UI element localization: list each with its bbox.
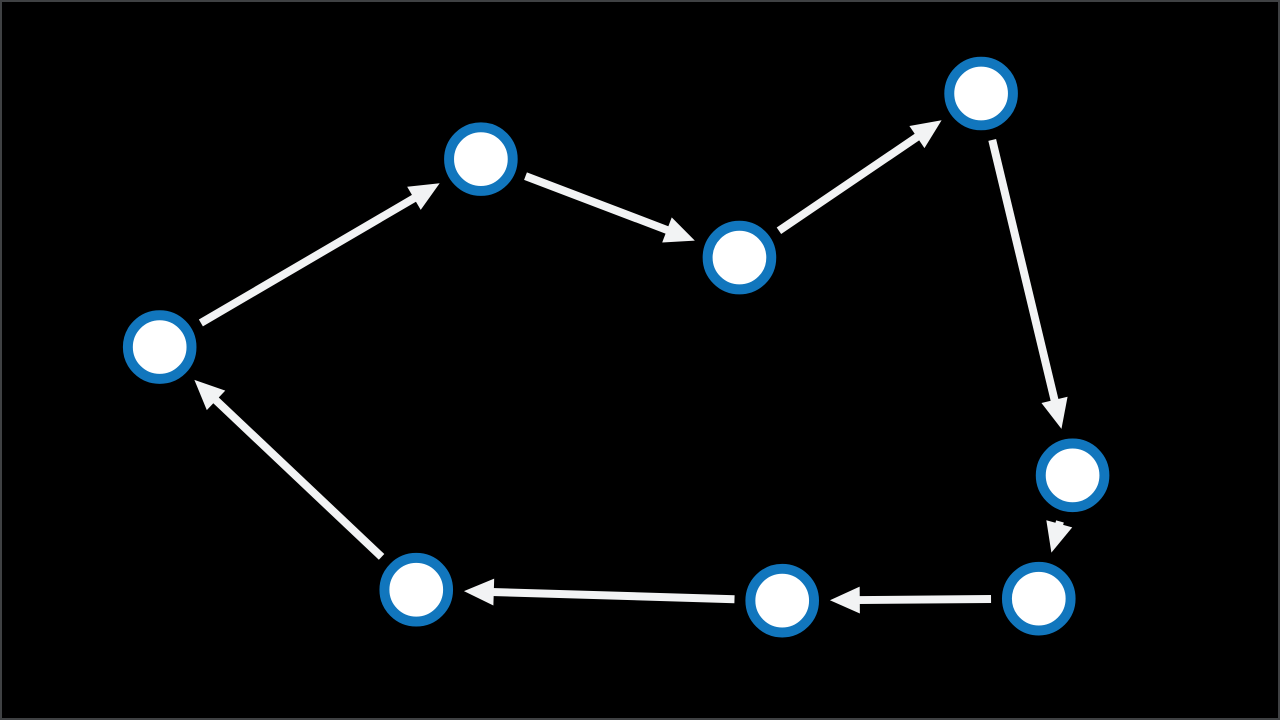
arrowhead-icon — [463, 578, 495, 606]
graph-node-bottom-right — [1001, 561, 1076, 636]
edge-shaft — [988, 138, 1059, 403]
graph-node-bottom-left — [379, 552, 454, 627]
graph-node-right — [1035, 438, 1110, 513]
arrowhead-icon — [407, 183, 440, 210]
graph-edge-node-upper-left-to-node-middle — [524, 172, 695, 243]
graph-node-top-right — [944, 56, 1018, 131]
graph-edge-node-bottom-left-to-node-left — [194, 379, 385, 560]
edge-shaft — [491, 587, 735, 604]
graph-edge-node-bottom-right-to-node-bottom-middle — [829, 586, 992, 614]
graph-edge-node-bottom-middle-to-node-bottom-left — [463, 578, 735, 606]
arrowhead-icon — [194, 379, 226, 411]
graph-node-middle — [702, 220, 777, 295]
graph-node-left — [122, 310, 197, 384]
arrowhead-icon — [1046, 520, 1073, 553]
graph-edge-node-middle-to-node-top-right — [776, 120, 942, 235]
arrowhead-icon — [662, 217, 695, 243]
graph-edge-node-right-to-node-bottom-right — [1046, 520, 1073, 553]
edge-shaft — [198, 193, 418, 327]
edge-shaft — [776, 132, 921, 235]
edge-shaft — [857, 595, 992, 605]
graph-edge-node-left-to-node-upper-left — [198, 183, 440, 327]
arrowhead-icon — [829, 586, 860, 614]
arrowhead-icon — [1041, 396, 1068, 429]
graph-node-bottom-middle — [745, 563, 820, 638]
edge-shaft — [524, 172, 671, 235]
arrowhead-icon — [909, 120, 942, 149]
graph-node-upper-left — [444, 122, 518, 196]
edge-shaft — [211, 396, 385, 560]
graph-edge-node-top-right-to-node-right — [988, 138, 1068, 429]
